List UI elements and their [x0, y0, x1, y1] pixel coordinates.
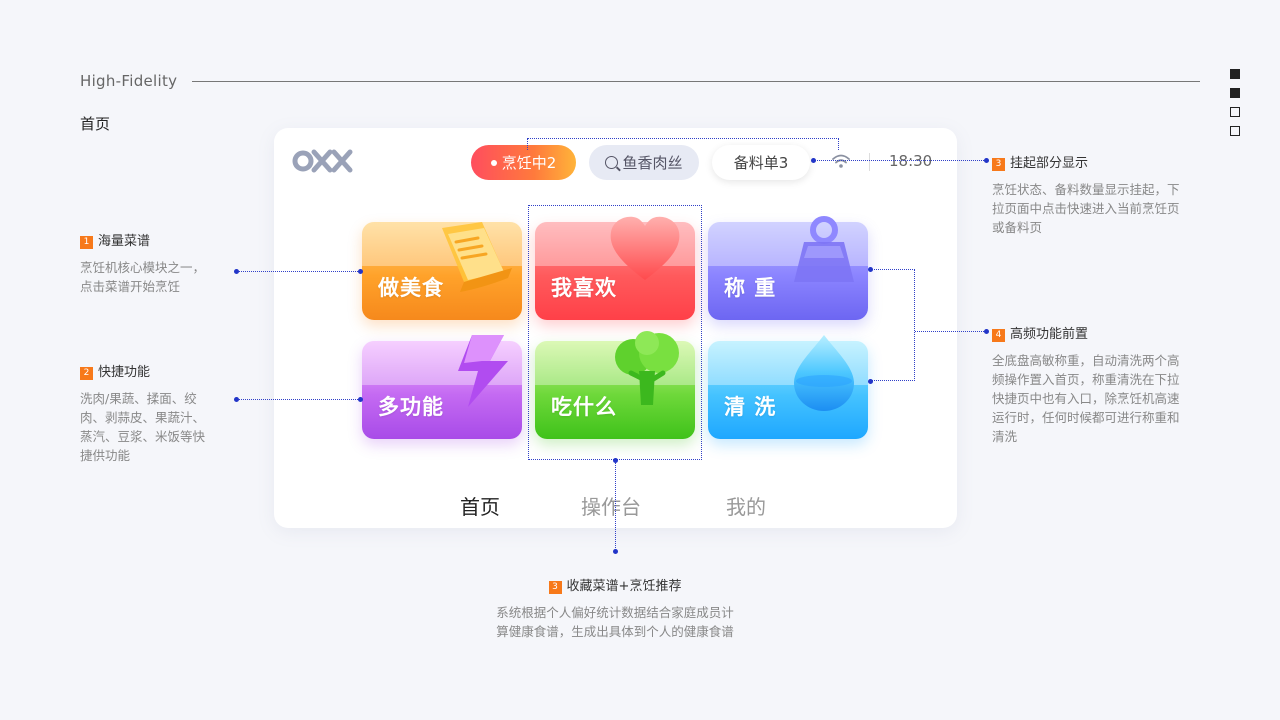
- heart-icon: [610, 216, 680, 280]
- annotation-line: 清洗: [992, 429, 1018, 444]
- favorites-highlight-box: [528, 205, 702, 460]
- search-icon: [605, 156, 619, 169]
- annotation-line: 烹饪机核心模块之一，: [80, 260, 206, 275]
- annotation-shortcuts: 2 快捷功能 洗肉/果蔬、揉面、绞 肉、剥蒜皮、果蔬汁、 蒸汽、豆浆、米饭等快 捷…: [80, 361, 240, 465]
- annotation-line: 算健康食谱，生成出具体到个人的健康食谱: [496, 624, 734, 639]
- connector-node: [613, 549, 618, 554]
- connector-node: [811, 158, 816, 163]
- nav-tab-home[interactable]: 首页: [460, 495, 500, 519]
- connector-frequent-bracket: [870, 269, 915, 381]
- annotation-line: 捷供功能: [80, 448, 131, 463]
- connector-node: [358, 397, 363, 402]
- annotation-line: 全底盘高敏称重，自动清洗两个高: [992, 353, 1180, 368]
- annotation-number: 1: [80, 236, 93, 249]
- annotation-line: 快捷页中也有入口，除烹饪机高速: [992, 391, 1180, 406]
- annotation-number: 2: [80, 367, 93, 380]
- annotation-number: 4: [992, 329, 1005, 342]
- annotation-title: 海量菜谱: [98, 234, 151, 249]
- page-dot-1[interactable]: [1230, 69, 1240, 79]
- annotation-line: 系统根据个人偏好统计数据结合家庭成员计: [496, 605, 734, 620]
- annotation-title: 挂起部分显示: [1010, 156, 1089, 171]
- page-indicator[interactable]: [1230, 69, 1240, 145]
- annotation-line: 或备料页: [992, 220, 1043, 235]
- broccoli-icon: [615, 331, 679, 405]
- annotation-number: 3: [548, 581, 562, 594]
- brand-logo-icon: [292, 149, 353, 173]
- tile-what-to-eat[interactable]: 吃什么: [535, 331, 695, 439]
- tile-cook-label: 做美食: [378, 276, 444, 300]
- annotation-favorites: 3 收藏菜谱+烹饪推荐 系统根据个人偏好统计数据结合家庭成员计 算健康食谱，生成出…: [470, 575, 760, 641]
- annotation-line: 肉、剥蒜皮、果蔬汁、: [80, 410, 206, 425]
- annotation-line: 蒸汽、豆浆、米饭等快: [80, 429, 206, 444]
- lightning-icon: [458, 335, 508, 407]
- connector-recipes: [236, 271, 360, 272]
- tile-multifunction-label: 多功能: [378, 395, 444, 419]
- tile-multifunction[interactable]: 多功能: [362, 335, 522, 439]
- connector-suspend: [813, 160, 986, 161]
- tile-weigh-label: 称 重: [724, 276, 777, 300]
- tile-cook[interactable]: 做美食: [362, 222, 522, 320]
- tile-favorites-label: 我喜欢: [551, 276, 617, 300]
- status-dot-icon: [490, 159, 497, 166]
- connector-node: [868, 267, 873, 272]
- connector-frequent: [915, 331, 986, 332]
- annotation-recipes: 1 海量菜谱 烹饪机核心模块之一， 点击菜谱开始烹饪: [80, 230, 240, 296]
- section-title: High-Fidelity: [80, 72, 178, 90]
- recipe-search-pill[interactable]: 鱼香肉丝: [589, 145, 699, 180]
- tile-what-to-eat-label: 吃什么: [551, 395, 617, 419]
- nav-tab-mine[interactable]: 我的: [726, 495, 766, 519]
- nav-tab-workbench[interactable]: 操作台: [581, 495, 641, 519]
- weight-icon: [794, 216, 854, 282]
- connector-node: [984, 329, 989, 334]
- prep-list-pill[interactable]: 备料单3: [712, 145, 810, 180]
- connector-node: [613, 458, 618, 463]
- search-recipe-label: 鱼香肉丝: [622, 154, 683, 172]
- water-drop-icon: [794, 335, 854, 411]
- annotation-title: 收藏菜谱+烹饪推荐: [566, 579, 682, 594]
- page-dot-3[interactable]: [1230, 107, 1240, 117]
- status-separator: [869, 153, 870, 171]
- annotation-title: 快捷功能: [98, 365, 151, 380]
- wifi-icon: [832, 154, 850, 168]
- annotation-line: 拉页面中点击快速进入当前烹饪页: [992, 201, 1180, 216]
- page-dot-4[interactable]: [1230, 126, 1240, 136]
- book-icon: [442, 222, 512, 292]
- connector-suspend-bracket: [527, 138, 839, 150]
- annotation-line: 点击菜谱开始烹饪: [80, 279, 181, 294]
- page-label: 首页: [80, 115, 111, 133]
- connector-shortcuts: [236, 399, 360, 400]
- clock-time: 18:30: [889, 152, 933, 170]
- tile-weigh[interactable]: 称 重: [708, 216, 868, 320]
- cooking-status-pill[interactable]: 烹饪中2: [471, 145, 576, 180]
- tile-favorites[interactable]: 我喜欢: [535, 216, 695, 320]
- annotation-line: 频操作置入首页，称重清洗在下拉: [992, 372, 1180, 387]
- title-divider: [192, 81, 1200, 82]
- connector-favorites: [615, 460, 616, 552]
- cooking-status-label: 烹饪中2: [501, 154, 557, 172]
- annotation-line: 运行时，任何时候都可进行称重和: [992, 410, 1180, 425]
- annotation-title: 高频功能前置: [1010, 327, 1089, 342]
- connector-node: [358, 269, 363, 274]
- prep-list-label: 备料单3: [733, 154, 789, 172]
- annotation-line: 烹饪状态、备料数量显示挂起，下: [992, 182, 1180, 197]
- connector-node: [234, 397, 239, 402]
- page-dot-2[interactable]: [1230, 88, 1240, 98]
- tile-clean[interactable]: 清 洗: [708, 335, 868, 439]
- tile-clean-label: 清 洗: [724, 395, 777, 419]
- connector-node: [234, 269, 239, 274]
- connector-node: [984, 158, 989, 163]
- annotation-number: 3: [992, 158, 1005, 171]
- connector-node: [868, 379, 873, 384]
- annotation-line: 洗肉/果蔬、揉面、绞: [80, 391, 197, 406]
